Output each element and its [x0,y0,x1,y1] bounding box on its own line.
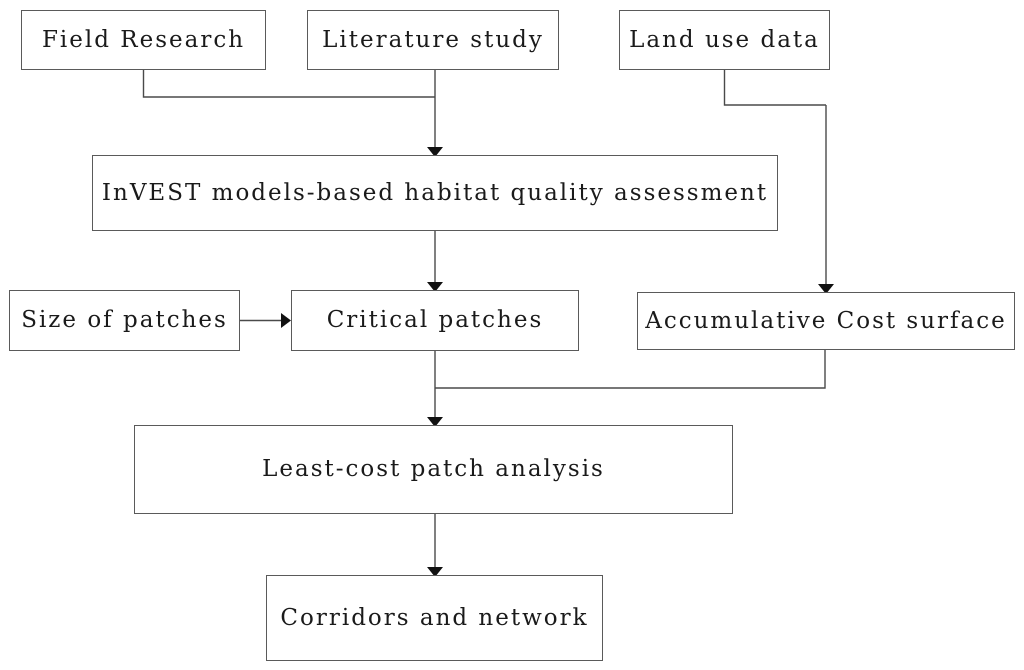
node-invest-assessment-label: InVEST models-based habitat quality asse… [101,179,769,206]
node-corridors-and-network[interactable]: Corridors and network [266,575,603,661]
node-literature-study-label: Literature study [322,26,544,53]
node-critical-patches-label: Critical patches [326,307,544,333]
node-size-of-patches-label: Size of patches [21,307,228,333]
node-accumulative-cost-surface-label: Accumulative Cost surface [645,307,1007,334]
node-invest-assessment[interactable]: InVEST models-based habitat quality asse… [92,155,778,231]
node-field-research[interactable]: Field Research [21,10,266,70]
node-land-use-data[interactable]: Land use data [619,10,830,70]
edge-accumulative-cost-to-least-cost [435,350,826,389]
edge-field-research-to-invest [142,70,435,98]
node-corridors-and-network-label: Corridors and network [280,604,589,631]
node-least-cost-patch-analysis-label: Least-cost patch analysis [262,456,605,482]
node-accumulative-cost-surface[interactable]: Accumulative Cost surface [637,292,1015,350]
node-literature-study[interactable]: Literature study [307,10,559,70]
node-size-of-patches[interactable]: Size of patches [9,290,240,351]
node-critical-patches[interactable]: Critical patches [291,290,579,351]
arrowhead-size-to-critical-patches [281,313,291,328]
node-least-cost-patch-analysis[interactable]: Least-cost patch analysis [134,425,733,514]
node-field-research-label: Field Research [41,26,246,53]
edge-land-use-data-to-busbar [723,70,826,106]
node-land-use-data-label: Land use data [629,26,820,53]
